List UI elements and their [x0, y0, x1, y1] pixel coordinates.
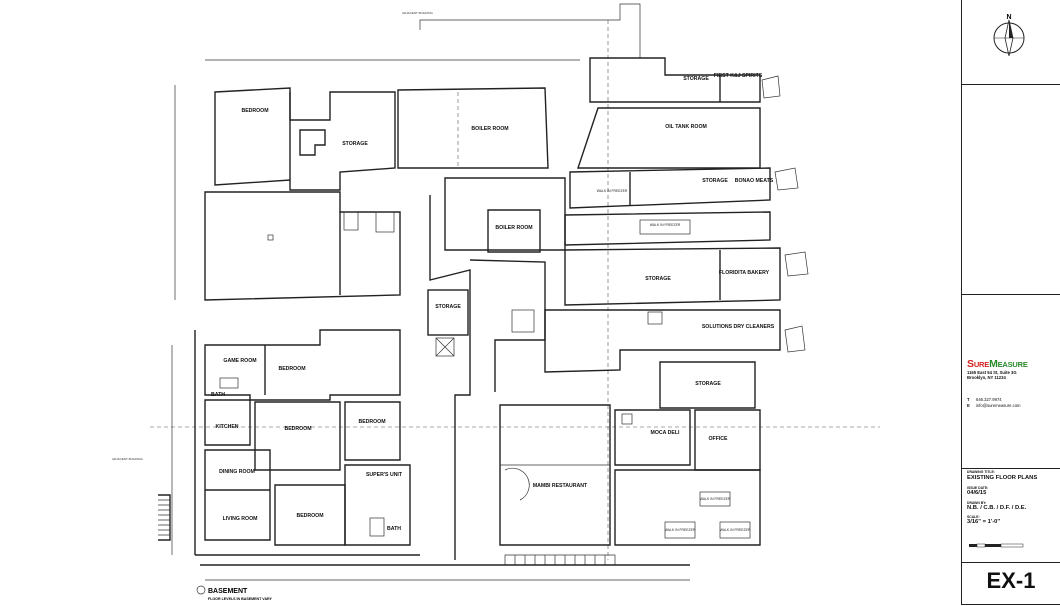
plan-title: BASEMENT: [208, 588, 248, 595]
bedroom-c2-walls: [344, 401, 401, 461]
room-floridita-bakery: FLORIDITA BAKERY: [719, 270, 770, 276]
storage-e2-walls: [564, 247, 781, 306]
sheet-number: EX-1: [986, 568, 1036, 593]
room-storage-se: STORAGE: [695, 381, 721, 387]
se-freezers-walls: [614, 469, 761, 546]
drawing-info-cell: DRAWING TITLE: EXISTING FLOOR PLANS ISSU…: [962, 468, 1060, 563]
plan-subtitle: FLOOR LEVELS IN BASEMENT VARY: [208, 597, 272, 601]
scale-value: 3/16" = 1'-0": [967, 519, 1001, 525]
issue-date-label: ISSUE DATE:: [967, 486, 989, 490]
room-dining-room: DINING ROOM: [219, 469, 255, 475]
room-storage-e2: STORAGE: [645, 276, 671, 282]
moca-deli-walls: [614, 409, 691, 466]
room-storage-centre: STORAGE: [435, 304, 461, 310]
company-address: 1165 East 54 St, Suite 3G Brooklyn, NY 1…: [967, 370, 1017, 380]
company-logo: SUREMEASURE: [967, 358, 1028, 370]
room-solutions-dry-cleaners: SOLUTIONS DRY CLEANERS: [702, 324, 775, 330]
label-walk-in-freezer-4: WALK IN FREEZER: [665, 528, 696, 532]
storage-se-walls: [659, 361, 756, 409]
room-oil-tank-room: OIL TANK ROOM: [665, 124, 707, 130]
adjacent-building-note-top: ADJACENT BUILDING: [402, 11, 433, 15]
label-walk-in-freezer-3: WALK IN FREEZER: [700, 497, 731, 501]
oil-tank-room-walls: [577, 107, 761, 169]
north-arrow-cell: N: [962, 0, 1060, 85]
room-first-kj-spirits: FIRST K&J SPIRITS: [714, 73, 763, 79]
room-bath-w: BATH: [211, 392, 225, 398]
sw-apartment-north-walls: [204, 329, 401, 401]
room-kitchen: KITCHEN: [215, 424, 238, 430]
label-walk-in-freezer-2: WALK IN FREEZER: [650, 223, 681, 227]
ne-storage-walls: [589, 57, 761, 103]
company-email[interactable]: info@suremeasure.com: [976, 403, 1021, 408]
company-phone: 646.327.9974: [976, 397, 1002, 402]
north-arrow-icon: N: [993, 14, 1025, 56]
room-storage-ne: STORAGE: [683, 76, 709, 82]
dining-living-walls: [204, 449, 271, 541]
corridor-wall-west: [429, 195, 471, 560]
north-letter: N: [1006, 14, 1011, 21]
drawing-title: EXISTING FLOOR PLANS: [967, 475, 1038, 481]
room-bedroom-w2: BEDROOM: [278, 366, 305, 372]
dry-cleaners-walls: [544, 309, 781, 373]
supers-unit-walls: [344, 464, 411, 546]
storage-e1-walls: [569, 167, 771, 209]
scale-bar: [969, 543, 1024, 548]
room-boiler-room-north: BOILER ROOM: [471, 126, 508, 132]
freezer-row-walls: [564, 211, 771, 246]
company-cell: SUREMEASURE 1165 East 54 St, Suite 3G Br…: [962, 294, 1060, 469]
label-walk-in-freezer-5: WALK IN FREEZER: [720, 528, 751, 532]
bedroom-c-walls: [254, 401, 341, 471]
room-supers-unit: SUPER'S UNIT: [366, 472, 403, 478]
title-block: N SUREMEASURE 1165 East 54 St, Suite 3G …: [961, 0, 1060, 605]
room-boiler-room-centre: BOILER ROOM: [495, 225, 532, 231]
floor-plan: ADJACENT BUILDING ADJACENT BUILDING BEDR…: [112, 3, 880, 601]
issue-date: 04/6/15: [967, 490, 987, 496]
scale-label: SCALE:: [967, 515, 980, 519]
west-large-room-walls: [204, 191, 401, 301]
boiler-room-north-walls: [397, 87, 549, 169]
room-game-room: GAME ROOM: [223, 358, 256, 364]
room-moca-deli: MOCA DELI: [651, 430, 680, 436]
west-stair: [158, 494, 171, 541]
room-bedroom-c2: BEDROOM: [358, 419, 385, 425]
sheet-number-cell: EX-1: [962, 562, 1060, 604]
room-bedroom-s: BEDROOM: [296, 513, 323, 519]
label-walk-in-freezer-1: WALK IN FREEZER: [597, 189, 628, 193]
floor-plan-drawing: ADJACENT BUILDING ADJACENT BUILDING BEDR…: [112, 3, 880, 601]
room-storage-e1: STORAGE: [702, 178, 728, 184]
nw-block-walls: [214, 87, 396, 191]
kitchen-walls: [204, 399, 251, 446]
mambi-restaurant-walls: [499, 404, 611, 546]
room-bath-s: BATH: [387, 526, 401, 532]
room-bedroom-nw: BEDROOM: [241, 108, 268, 114]
drawn-by-label: DRAWN BY:: [967, 501, 987, 505]
title-block-spacer: [962, 84, 1060, 295]
room-living-room: LIVING ROOM: [223, 516, 258, 522]
drawn-by: N.B. / C.B. / D.F. / D.E.: [967, 505, 1027, 511]
room-bonao-meats: BONAO MEATS: [735, 178, 774, 184]
room-storage-nw: STORAGE: [342, 141, 368, 147]
drawing-title-label: DRAWING TITLE:: [967, 470, 995, 474]
room-mambi-restaurant: MAMBI RESTAURANT: [533, 483, 588, 489]
room-bedroom-c: BEDROOM: [284, 426, 311, 432]
room-office: OFFICE: [708, 436, 728, 442]
adjacent-building-outline: [419, 3, 641, 58]
adjacent-building-note-side: ADJACENT BUILDING: [112, 457, 143, 461]
centre-room-walls: [444, 177, 566, 251]
